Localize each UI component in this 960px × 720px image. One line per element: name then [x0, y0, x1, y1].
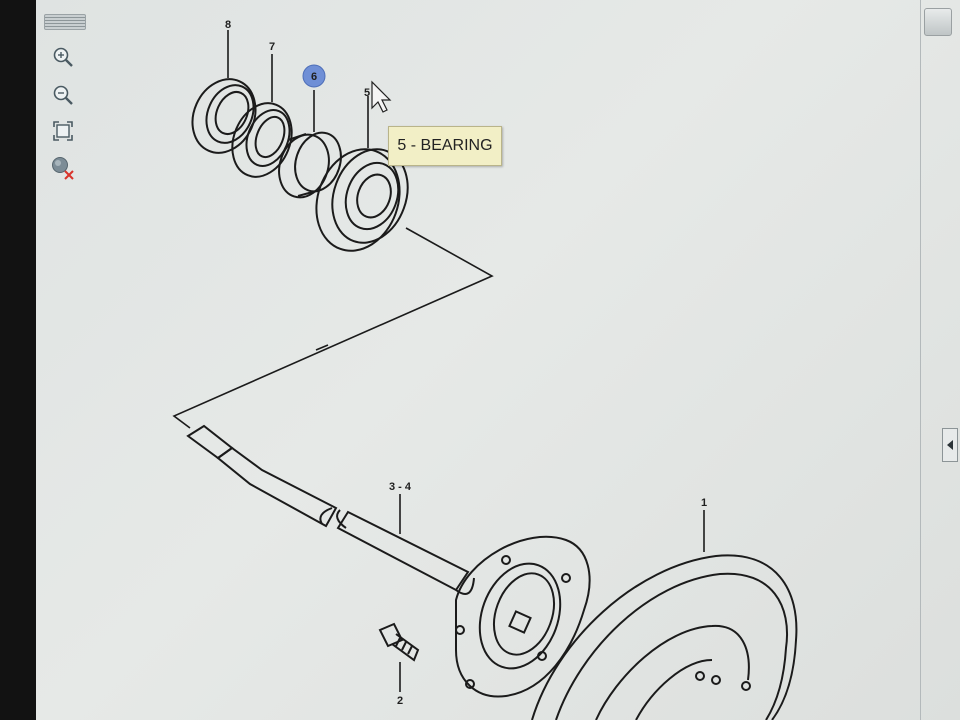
- exploded-parts-drawing: 8 7 6 5 3 - 4 2 1: [172, 19, 798, 720]
- callout-1[interactable]: 1: [701, 497, 707, 509]
- callout-7[interactable]: 7: [269, 41, 275, 53]
- part-7-ring[interactable]: [222, 94, 302, 185]
- parts-diagram-viewer[interactable]: 8 7 6 5 3 - 4 2 1: [36, 0, 960, 720]
- hub-flange[interactable]: [455, 535, 591, 698]
- callout-5[interactable]: 5: [364, 87, 370, 99]
- mouse-cursor-icon: [371, 80, 392, 113]
- part-2-bolt[interactable]: [378, 622, 420, 662]
- toolbar-drag-grip[interactable]: [44, 14, 86, 30]
- panel-collapse-toggle[interactable]: [942, 428, 958, 462]
- zoom-in-button[interactable]: [50, 44, 76, 70]
- clear-highlight-button[interactable]: [50, 154, 76, 180]
- assembly-guide-line: [172, 227, 494, 429]
- part-8-seal[interactable]: [181, 69, 267, 163]
- part-1-brake-drum[interactable]: [531, 554, 798, 720]
- monitor-bezel: [0, 0, 36, 720]
- part-3-4-axle-shaft[interactable]: [186, 424, 475, 595]
- chevron-left-icon: [947, 440, 953, 450]
- callout-6[interactable]: 6: [311, 71, 317, 83]
- fit-to-screen-button[interactable]: [50, 118, 76, 144]
- viewer-toolbar: [44, 14, 86, 214]
- selected-part-marker[interactable]: [302, 64, 326, 88]
- part-5-bearing[interactable]: [303, 137, 421, 262]
- side-panel-border: [920, 0, 921, 720]
- zoom-out-button[interactable]: [50, 82, 76, 108]
- callout-8[interactable]: 8: [225, 19, 231, 31]
- clear-highlight-icon: [52, 157, 74, 180]
- callout-2[interactable]: 2: [397, 695, 403, 707]
- zoom-in-icon: [53, 47, 73, 67]
- callout-3-4[interactable]: 3 - 4: [389, 481, 412, 493]
- part-tooltip: 5 - BEARING: [388, 126, 502, 166]
- fit-screen-icon: [53, 121, 73, 141]
- zoom-out-icon: [53, 85, 73, 105]
- maximize-button[interactable]: [924, 8, 952, 36]
